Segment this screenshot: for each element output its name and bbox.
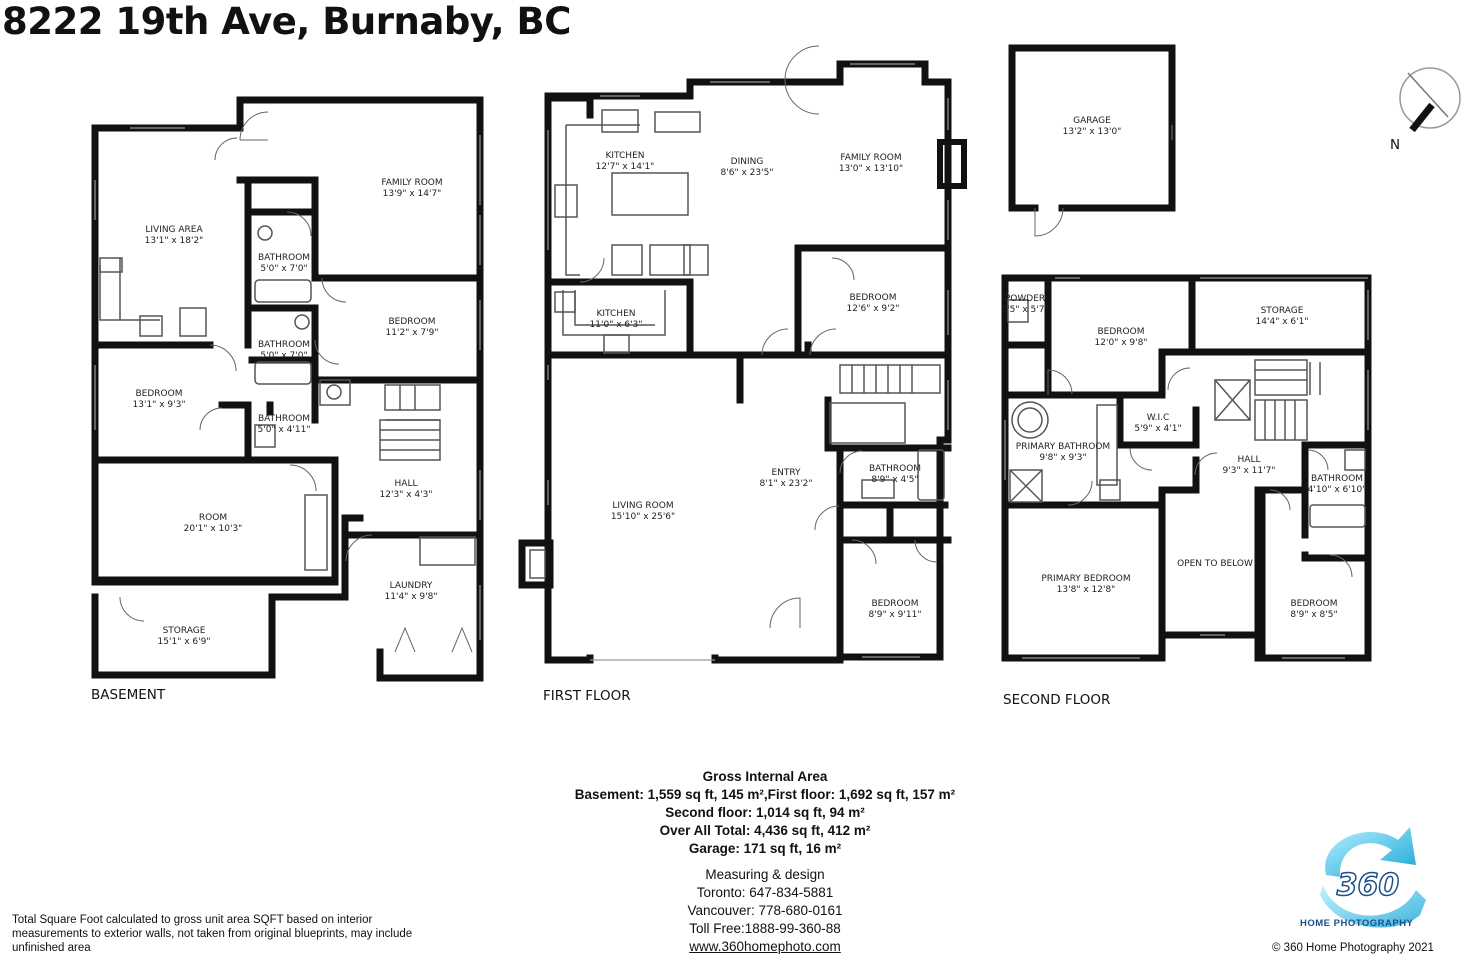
room-dimension-label: 13'1" x 9'3" [133, 400, 186, 410]
room-dimension-label: 12'0" x 9'8" [1095, 338, 1148, 348]
room-name-label: KITCHEN [606, 151, 645, 161]
room-name-label: PRIMARY BATHROOM [1016, 442, 1110, 452]
basement-plan [91, 96, 484, 682]
floor-label-basement: BASEMENT [91, 687, 166, 703]
contact-toronto: Toronto: 647-834-5881 [696, 885, 834, 900]
room-dimension-label: 9'8" x 9'3" [1039, 453, 1086, 463]
area-line-basement-first: Basement: 1,559 sq ft, 145 m²,First floo… [574, 787, 956, 802]
floor-label-second-floor: SECOND FLOOR [1003, 692, 1110, 708]
gross-internal-area: Gross Internal Area Basement: 1,559 sq f… [520, 768, 1010, 858]
floor-label-first-floor: FIRST FLOOR [543, 688, 631, 704]
room-name-label: OPEN TO BELOW [1177, 559, 1253, 569]
contact-block: Measuring & design Toronto: 647-834-5881… [620, 866, 910, 956]
room-name-label: STORAGE [163, 626, 206, 636]
listing-address-title: 8222 19th Ave, Burnaby, BC [2, 0, 571, 43]
room-dimension-label: 12'7" x 14'1" [596, 162, 655, 172]
room-name-label: LIVING ROOM [612, 501, 673, 511]
room-name-label: BATHROOM [258, 340, 310, 350]
room-name-label: BEDROOM [850, 293, 897, 303]
room-dimension-label: 8'6" x 23'5" [721, 168, 774, 178]
room-dimension-label: 11'4" x 9'8" [385, 592, 438, 602]
room-dimension-label: 5'0" x 7'0" [260, 351, 307, 361]
square-foot-note: Total Square Foot calculated to gross un… [12, 914, 413, 954]
room-dimension-label: 3'5" x 5'7" [1001, 305, 1048, 315]
room-name-label: ENTRY [771, 468, 801, 478]
room-name-label: BATHROOM [869, 464, 921, 474]
compass-icon [1399, 67, 1461, 133]
area-line-garage: Garage: 171 sq ft, 16 m² [688, 841, 842, 856]
room-dimension-label: 13'8" x 12'8" [1057, 585, 1116, 595]
room-name-label: HALL [395, 479, 418, 489]
room-dimension-label: 11'2" x 7'9" [386, 328, 439, 338]
room-name-label: W.I.C [1147, 413, 1170, 423]
room-dimension-label: 11'0" x 6'3" [590, 320, 643, 330]
room-dimension-label: 13'2" x 13'0" [1063, 127, 1122, 137]
garage-plan [1008, 44, 1176, 237]
company-logo-icon: 360 [1320, 827, 1426, 928]
room-dimension-label: 12'6" x 9'2" [847, 304, 900, 314]
logo-brand-text: HOME PHOTOGRAPHY [1300, 918, 1414, 929]
room-name-label: LAUNDRY [390, 581, 433, 591]
room-name-label: LIVING AREA [145, 225, 203, 235]
room-dimension-label: 13'9" x 14'7" [383, 189, 442, 199]
logo-number: 360 [1337, 868, 1400, 903]
room-dimension-label: 14'4" x 6'1" [1256, 317, 1309, 327]
room-dimension-label: 9'3" x 11'7" [1223, 466, 1276, 476]
copyright-text: © 360 Home Photography 2021 [1272, 942, 1434, 954]
room-dimension-label: 5'0" x 7'0" [260, 264, 307, 274]
room-name-label: BATHROOM [258, 414, 310, 424]
room-dimension-label: 8'9" x 9'11" [869, 610, 922, 620]
website-link[interactable]: www.360homephoto.com [689, 939, 841, 954]
room-dimension-label: 13'1" x 18'2" [145, 236, 204, 246]
area-line-total: Over All Total: 4,436 sq ft, 412 m² [659, 823, 871, 838]
room-name-label: DINING [731, 157, 764, 167]
room-name-label: BATHROOM [1311, 474, 1363, 484]
room-name-label: BATHROOM [258, 253, 310, 263]
room-dimension-label: 8'9" x 4'5" [871, 475, 918, 485]
room-name-label: STORAGE [1261, 306, 1304, 316]
room-dimension-label: 12'3" x 4'3" [380, 490, 433, 500]
room-dimension-label: 15'10" x 25'6" [611, 512, 675, 522]
room-dimension-label: 5'9" x 4'1" [1134, 424, 1181, 434]
area-heading: Gross Internal Area [702, 769, 828, 784]
contact-heading: Measuring & design [705, 867, 825, 882]
room-name-label: ROOM [199, 513, 227, 523]
room-dimension-label: 20'1" x 10'3" [184, 524, 243, 534]
first-floor-plan [518, 45, 967, 664]
room-name-label: HALL [1238, 455, 1261, 465]
room-dimension-label: 13'0" x 13'10" [839, 164, 903, 174]
room-name-label: BEDROOM [1291, 599, 1338, 609]
room-name-label: GARAGE [1073, 116, 1111, 126]
room-name-label: PRIMARY BEDROOM [1041, 574, 1130, 584]
room-name-label: BEDROOM [1098, 327, 1145, 337]
room-name-label: KITCHEN [597, 309, 636, 319]
contact-tollfree: Toll Free:1888-99-360-88 [689, 921, 841, 936]
room-name-label: BEDROOM [872, 599, 919, 609]
room-dimension-label: 8'1" x 23'2" [760, 479, 813, 489]
room-name-label: BEDROOM [389, 317, 436, 327]
area-line-second: Second floor: 1,014 sq ft, 94 m² [665, 805, 865, 820]
room-dimension-label: 4'10" x 6'10" [1308, 485, 1367, 495]
room-dimension-label: 15'1" x 6'9" [158, 637, 211, 647]
second-floor-plan [1001, 274, 1372, 662]
room-name-label: FAMILY ROOM [840, 153, 901, 163]
room-dimension-label: 5'0" x 4'11" [258, 425, 311, 435]
room-name-label: FAMILY ROOM [381, 178, 442, 188]
room-dimension-label: 8'9" x 8'5" [1290, 610, 1337, 620]
contact-vancouver: Vancouver: 778-680-0161 [687, 903, 843, 918]
room-name-label: POWDER [1005, 294, 1045, 304]
room-name-label: BEDROOM [136, 389, 183, 399]
compass-north-label: N [1390, 137, 1400, 153]
